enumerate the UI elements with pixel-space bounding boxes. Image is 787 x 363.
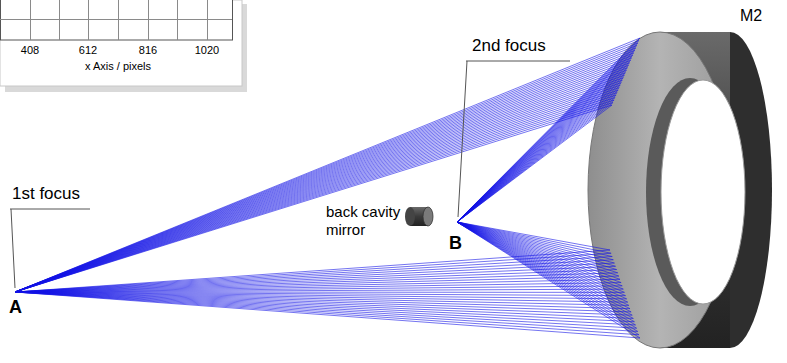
light-rays: [15, 38, 640, 338]
light-ray: [457, 222, 630, 309]
focus-label: 1st focus: [12, 184, 80, 204]
mirror-label: M2: [740, 6, 762, 25]
light-ray: [15, 50, 635, 292]
light-ray: [15, 289, 623, 292]
light-ray: [457, 88, 619, 222]
light-ray: [457, 222, 623, 289]
light-ray: [457, 222, 611, 253]
light-ray: [457, 50, 635, 222]
focus-label: 2nd focus: [472, 36, 546, 56]
light-ray: [457, 70, 627, 222]
light-ray: [457, 222, 617, 270]
axis-tick-label: 1020: [187, 44, 227, 57]
light-ray: [15, 286, 622, 292]
light-ray: [457, 222, 612, 257]
chart-inset: [0, 0, 247, 92]
light-ray: [15, 292, 640, 338]
point-label: A: [9, 297, 22, 319]
light-ray: [457, 78, 623, 222]
light-ray: [457, 222, 621, 283]
light-ray: [15, 43, 638, 292]
light-ray: [15, 292, 636, 325]
part-label: back cavity mirror: [326, 203, 410, 239]
light-ray: [15, 279, 620, 292]
light-ray: [457, 90, 618, 222]
light-ray: [457, 222, 622, 286]
light-ray: [15, 55, 633, 292]
light-ray: [15, 292, 630, 309]
light-ray: [457, 222, 628, 302]
light-ray: [457, 222, 640, 338]
axis-tick-label: 816: [128, 44, 168, 57]
light-ray: [15, 38, 640, 292]
inset-panel: [0, 0, 242, 86]
light-ray: [457, 222, 631, 312]
light-ray: [15, 100, 614, 292]
light-ray: [15, 75, 624, 292]
light-ray: [457, 75, 624, 222]
light-ray: [457, 53, 634, 222]
light-ray: [15, 266, 616, 292]
axis-tick-label: 612: [68, 44, 108, 57]
axis-title: x Axis / pixels: [58, 60, 178, 73]
light-ray: [457, 222, 613, 260]
light-ray: [457, 95, 616, 222]
grid-lines: [0, 0, 232, 40]
light-ray: [15, 83, 621, 292]
light-ray: [457, 93, 617, 222]
light-ray: [457, 98, 615, 222]
light-ray: [457, 222, 618, 273]
leader-lines: [10, 61, 570, 288]
light-ray: [457, 73, 625, 222]
light-ray: [15, 292, 634, 322]
light-ray: [15, 53, 634, 292]
light-ray: [15, 63, 630, 292]
light-ray: [15, 48, 636, 292]
back-cavity-mirror-symbol: [405, 207, 433, 226]
light-ray: [15, 292, 639, 335]
light-ray: [15, 85, 620, 292]
light-ray: [457, 222, 619, 276]
light-ray: [15, 45, 637, 292]
light-ray: [15, 292, 638, 331]
light-ray: [457, 222, 626, 296]
point-label: B: [449, 233, 462, 255]
light-ray: [457, 222, 620, 279]
light-ray: [15, 103, 613, 292]
light-ray: [15, 105, 612, 292]
light-ray: [457, 68, 628, 222]
light-ray: [15, 58, 632, 292]
m2-mirror: [588, 32, 772, 348]
light-ray: [457, 58, 632, 222]
light-ray: [15, 292, 637, 328]
light-ray: [457, 222, 624, 292]
light-ray: [15, 68, 628, 292]
light-ray: [457, 103, 613, 222]
light-ray: [15, 292, 631, 312]
light-ray: [457, 222, 629, 305]
light-ray: [457, 222, 627, 299]
light-ray: [457, 100, 614, 222]
light-ray: [15, 40, 639, 292]
light-ray: [457, 222, 614, 263]
light-ray: [457, 222, 616, 266]
axis-tick-label: 408: [10, 44, 50, 57]
plot-box: [1, 0, 233, 40]
light-ray: [457, 105, 612, 222]
